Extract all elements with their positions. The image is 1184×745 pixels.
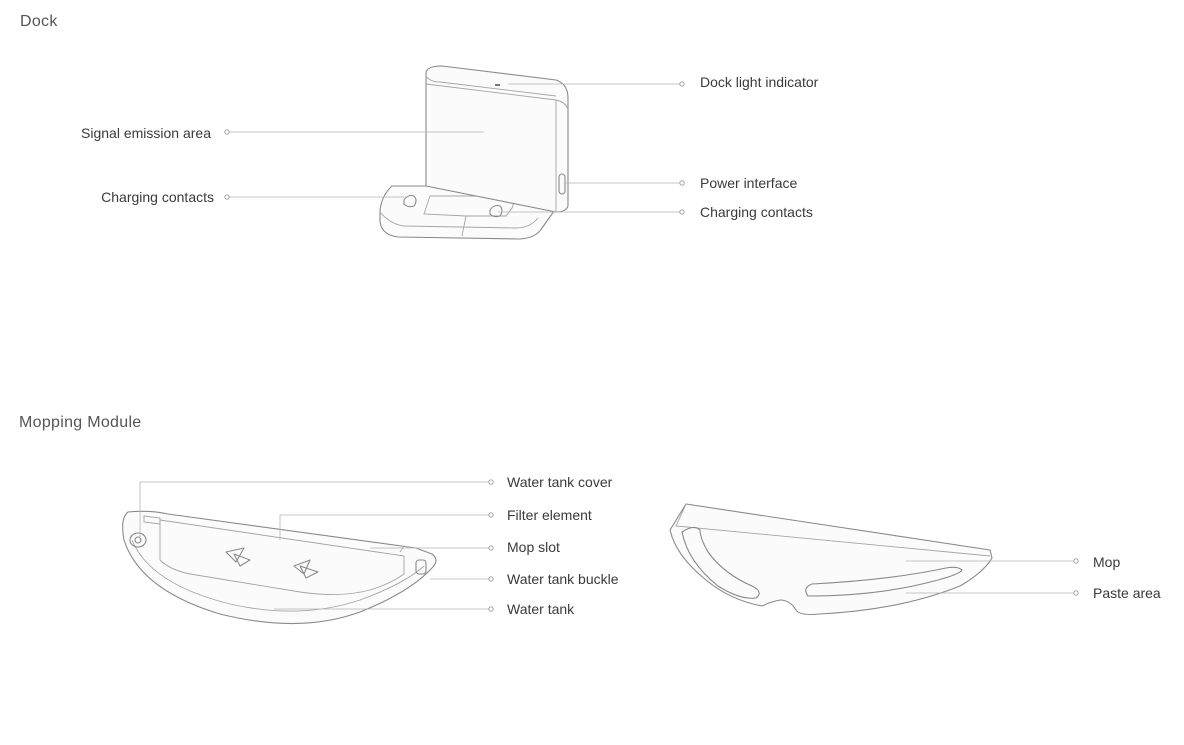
label-signal-emission-area: Signal emission area (81, 125, 211, 141)
water-tank-leader-lines (139, 479, 494, 612)
dock-section-title: Dock (20, 13, 58, 30)
label-charging-contacts-right: Charging contacts (700, 204, 813, 220)
mop-illustration (669, 503, 993, 616)
label-mop: Mop (1093, 554, 1121, 570)
label-water-tank-cover: Water tank cover (507, 474, 613, 490)
label-water-tank: Water tank (507, 601, 575, 617)
label-power-interface: Power interface (700, 175, 798, 191)
dock-leader-lines (224, 81, 685, 215)
label-charging-contacts-left: Charging contacts (101, 189, 214, 205)
dock-illustration (379, 65, 569, 240)
label-mop-slot: Mop slot (507, 539, 560, 555)
label-water-tank-buckle: Water tank buckle (507, 571, 619, 587)
label-filter-element: Filter element (507, 507, 592, 523)
mopping-module-section-title: Mopping Module (19, 414, 142, 431)
label-paste-area: Paste area (1093, 585, 1161, 601)
label-dock-light-indicator: Dock light indicator (700, 74, 819, 90)
water-tank-illustration (122, 510, 437, 625)
mop-leader-lines (906, 558, 1079, 596)
